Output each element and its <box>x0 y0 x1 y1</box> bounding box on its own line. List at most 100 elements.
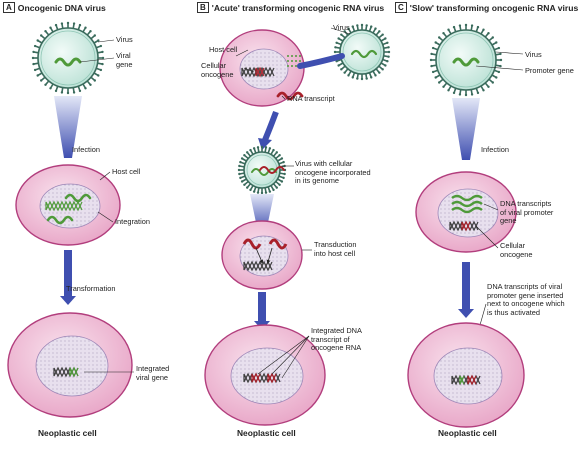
virus-inner-ring <box>342 32 382 72</box>
c-infection-label: Infection <box>481 145 509 154</box>
virus-spike-tip <box>99 68 103 72</box>
virus-spike-tip <box>282 176 285 180</box>
c-oncogene-leader <box>475 225 499 249</box>
virus-spike-tip <box>387 46 390 49</box>
a-integrated-viral-gene-label: Integrated viral gene <box>136 364 170 382</box>
b-cellular-oncogene-label: Cellular oncogene <box>201 61 234 79</box>
virus-spike-tip <box>33 68 37 72</box>
dna-strand <box>243 260 273 272</box>
dna-strand <box>459 375 465 385</box>
a-virus-leader <box>97 39 115 43</box>
a-result-label: Neoplastic cell <box>38 428 97 438</box>
b-incoming-oncogene-1 <box>242 238 262 250</box>
virus-spike-tip <box>360 77 364 81</box>
virus-spike-tip <box>32 62 35 66</box>
arrow-shaft <box>64 250 72 297</box>
c-inserted-note-label: DNA transcripts of viral promoter gene i… <box>487 282 565 317</box>
virus-spike-tip <box>370 76 373 79</box>
virus-spike-tip <box>343 71 346 74</box>
virus-spike-tip <box>101 50 104 54</box>
virus-spike-tip <box>31 56 35 60</box>
virus-spike-tip <box>356 24 359 27</box>
b-host-cell-label: Host cell <box>209 45 238 54</box>
virus-spike-tip <box>60 22 64 25</box>
c-promoter-gene <box>452 57 480 67</box>
virus-spike-tip <box>482 28 485 31</box>
c-inserted-promoter <box>459 375 465 385</box>
virus-capsid <box>37 27 99 89</box>
virus-spike-tip <box>464 93 468 97</box>
virus-spike-tip <box>239 160 242 164</box>
virus-spike-tip <box>351 76 354 79</box>
virus-spike-tip <box>335 41 338 44</box>
virus-spike-tip <box>49 87 52 90</box>
a-integrated-dna <box>45 200 83 212</box>
dna-strand <box>267 372 277 383</box>
virus-spike-tip <box>252 147 256 150</box>
b-recombinant-virus <box>237 145 287 195</box>
a-integrated-viral-gene <box>69 366 79 378</box>
virus-spike-tip <box>374 27 377 30</box>
a-viral-gene <box>54 57 82 67</box>
a-gene-copy-1 <box>46 215 74 225</box>
virus-spike-tip <box>447 28 450 31</box>
artwork-content <box>7 21 525 428</box>
b-insertion-arrow-1 <box>255 247 264 264</box>
virus-spike-tip <box>72 22 76 25</box>
arrow-head <box>458 309 474 318</box>
virus-spike-tip <box>280 157 284 160</box>
virus-spike-tip <box>283 172 286 176</box>
virus-spike-tip <box>97 74 100 77</box>
b-transduction-label: Transduction into host cell <box>314 240 357 258</box>
virus-spike-tip <box>275 186 278 189</box>
dna-strand <box>251 372 261 383</box>
virus-spike-tip <box>243 183 246 186</box>
c-promoter-leader <box>475 65 524 71</box>
virus-spike-tip <box>356 77 359 80</box>
virus-spike-tip <box>44 29 47 33</box>
c-virus-label: Virus <box>525 50 542 59</box>
virus-spike-tip <box>437 36 441 39</box>
virus-spike-tip <box>66 91 70 95</box>
b-viral-particle <box>295 55 297 57</box>
nucleus-chromatin <box>40 184 100 228</box>
virus-spike-tip <box>499 52 502 56</box>
virus-spike-tip <box>442 85 445 89</box>
dna-strand <box>69 366 79 377</box>
b-insertion-arrow-2 <box>266 247 273 264</box>
virus-spike-tip <box>384 64 387 67</box>
virus-spike-tip <box>458 93 462 96</box>
virus-spike-tip <box>387 55 390 58</box>
virus-spike-tip <box>470 93 474 96</box>
a-integration-label: Integration <box>115 217 150 226</box>
virus-spike-tip <box>470 24 474 27</box>
virus-capsid <box>243 151 281 189</box>
b-virus-genome <box>350 49 378 59</box>
virus-spike-tip <box>429 58 433 62</box>
panel-b-letter: B <box>197 2 209 13</box>
virus-spike-tip <box>54 89 58 93</box>
virus-spike-tip <box>386 60 389 63</box>
b-transformation-arrow <box>254 292 270 330</box>
virus-spike-tip <box>36 39 39 42</box>
a-viral-gene-label: Viral gene <box>116 51 133 69</box>
b-transcript-arrow <box>262 110 279 142</box>
b-host-cell-leader <box>235 49 249 57</box>
panel-c-title: 'Slow' transforming oncogenic RNA virus <box>409 2 579 13</box>
virus-spike-tip <box>333 50 337 54</box>
virus-spike-tip <box>437 81 441 84</box>
a-transformation-arrow <box>60 250 76 305</box>
b-cellular-oncogene <box>255 66 265 78</box>
virus-spike-tip <box>337 64 340 67</box>
a-infection-funnel <box>54 96 82 158</box>
a-host-cell-leader <box>99 171 111 181</box>
virus-spike-tip <box>340 33 343 36</box>
virus-spike-tip <box>268 147 272 150</box>
b-integrated-leader-2 <box>271 335 310 375</box>
virus-spike-tip <box>497 46 501 50</box>
virus-spike-tip <box>39 34 43 37</box>
virus-spike-tip <box>264 146 268 149</box>
b-viral-particle <box>287 65 289 67</box>
virus-spike-tip <box>458 24 462 27</box>
b-integrated-dna-label: Integrated DNA transcript of oncogene RN… <box>311 326 362 353</box>
